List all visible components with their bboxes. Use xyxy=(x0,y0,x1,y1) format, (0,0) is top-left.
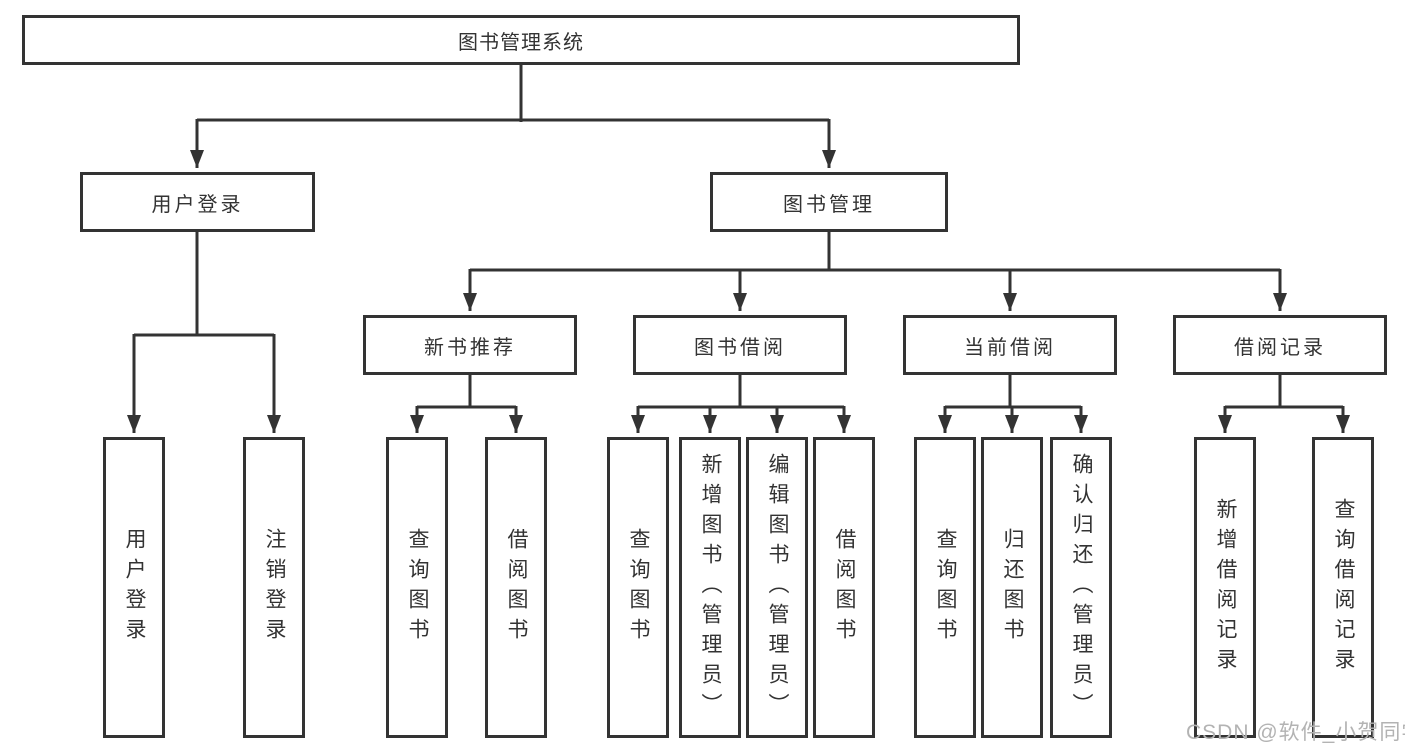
node-label: 借阅图书 xyxy=(833,527,856,648)
leaf-borrowing-query-books: 查询图书 xyxy=(607,437,669,738)
connector-group-new-book xyxy=(410,375,523,433)
connector-group-book-mgmt xyxy=(463,232,1287,311)
node-label: 查询借阅记录 xyxy=(1332,497,1355,678)
node-book-management: 图书管理 xyxy=(710,172,948,232)
leaf-user-login: 用户登录 xyxy=(103,437,165,738)
node-new-book-recommend: 新书推荐 xyxy=(363,315,577,375)
node-label: 用户登录 xyxy=(123,527,146,648)
node-label: 查询图书 xyxy=(934,527,957,648)
node-label: 归还图书 xyxy=(1001,527,1024,648)
node-label: 图书管理系统 xyxy=(458,31,584,54)
node-label: 确认归还（管理员） xyxy=(1070,452,1093,723)
connector-group-user-login xyxy=(127,232,281,433)
leaf-add-borrow-record: 新增借阅记录 xyxy=(1194,437,1256,738)
node-book-borrowing: 图书借阅 xyxy=(633,315,847,375)
leaf-edit-books-admin: 编辑图书（管理员） xyxy=(746,437,808,738)
node-label: 新书推荐 xyxy=(424,336,516,359)
node-label: 查询图书 xyxy=(627,527,650,648)
leaf-current-query-books: 查询图书 xyxy=(914,437,976,738)
node-label: 图书借阅 xyxy=(694,336,786,359)
node-user-login: 用户登录 xyxy=(80,172,315,232)
node-borrowing-records: 借阅记录 xyxy=(1173,315,1387,375)
node-label: 借阅图书 xyxy=(505,527,528,648)
node-label: 用户登录 xyxy=(151,193,244,216)
leaf-logout: 注销登录 xyxy=(243,437,305,738)
leaf-confirm-return-admin: 确认归还（管理员） xyxy=(1050,437,1112,738)
node-label: 注销登录 xyxy=(263,527,286,648)
node-label: 查询图书 xyxy=(406,527,429,648)
node-label: 新增图书（管理员） xyxy=(699,452,722,723)
connector-group-root xyxy=(190,65,836,168)
node-label: 当前借阅 xyxy=(964,336,1056,359)
node-label: 新增借阅记录 xyxy=(1214,497,1237,678)
node-library-system: 图书管理系统 xyxy=(22,15,1020,65)
leaf-borrowing-borrow-books: 借阅图书 xyxy=(813,437,875,738)
node-label: 编辑图书（管理员） xyxy=(766,452,789,723)
leaf-newbook-query-books: 查询图书 xyxy=(386,437,448,738)
leaf-newbook-borrow-books: 借阅图书 xyxy=(485,437,547,738)
node-label: 借阅记录 xyxy=(1234,336,1326,359)
node-label: 图书管理 xyxy=(783,193,875,216)
leaf-query-borrow-record: 查询借阅记录 xyxy=(1312,437,1374,738)
leaf-return-books: 归还图书 xyxy=(981,437,1043,738)
csdn-watermark: CSDN @软件_小贺同学 xyxy=(1186,721,1405,744)
node-current-borrowing: 当前借阅 xyxy=(903,315,1117,375)
connector-group-book-borrow xyxy=(631,375,851,433)
connector-group-borrow-record xyxy=(1218,375,1350,433)
connector-group-current-borrow xyxy=(938,375,1088,433)
leaf-add-books-admin: 新增图书（管理员） xyxy=(679,437,741,738)
